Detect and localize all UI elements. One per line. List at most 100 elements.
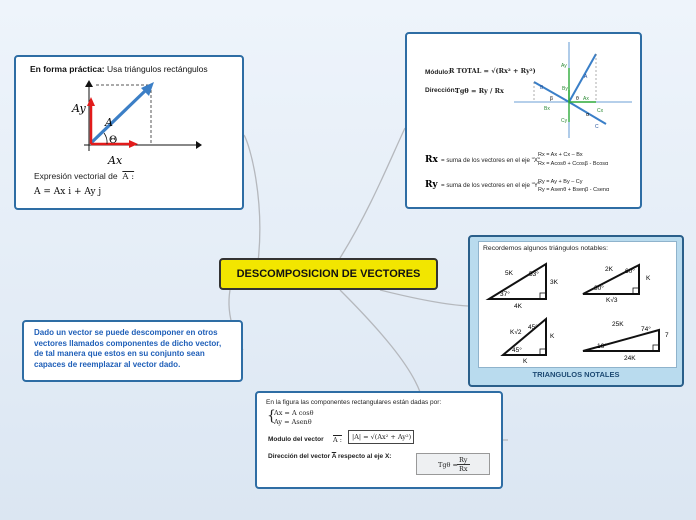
components-direccion-vec: A: [331, 453, 337, 460]
connector-triangles: [379, 289, 469, 307]
components-direccion-formula-left: Tgθ =: [438, 461, 458, 469]
vector-ax-arrowhead: [129, 140, 138, 148]
t4-base: 24K: [624, 355, 636, 362]
central-topic[interactable]: DESCOMPOSICION DE VECTORES: [219, 258, 438, 290]
t3-hyp: K√2: [510, 329, 522, 336]
definition-card[interactable]: Dado un vector se puede descomponer en o…: [22, 320, 243, 382]
ry-label: Ry: [425, 180, 438, 190]
resultant-card[interactable]: Módulo: R TOTAL = √(Rx² + Ry²) Dirección…: [405, 32, 642, 209]
rx-label: Rx: [425, 155, 438, 165]
ry-eq1: Ry = Ay + By – Cy: [538, 179, 583, 185]
t4-hyp: 25K: [612, 321, 624, 328]
central-title: DESCOMPOSICION DE VECTORES: [236, 268, 421, 280]
t4-top-angle: 74°: [641, 326, 651, 333]
ry-text: = suma de los vectores en el eje "Y": [441, 182, 541, 189]
rx-eq2: Rx = Acosθ + Ccosβ - Bcosα: [538, 161, 609, 167]
diag-label-a: A: [584, 74, 588, 80]
diag-label-alpha: α: [586, 112, 589, 118]
t2-bottom-angle: 30°: [594, 285, 604, 292]
diag-label-c: C: [595, 124, 599, 130]
t4-bottom-angle: 16°: [597, 343, 607, 350]
resultant-vector-c: [568, 101, 607, 125]
t2-hyp: 2K: [605, 266, 613, 273]
theta-arc: [103, 132, 108, 145]
t1-side: 3K: [550, 279, 558, 286]
modulo-label: Módulo:: [425, 69, 451, 76]
t1-base: 4K: [514, 303, 522, 310]
components-direccion-label: Dirección del vector: [268, 453, 331, 460]
triangles-footer: TRIANGULOS NOTALES: [532, 370, 620, 379]
t2-top-angle: 60°: [625, 268, 635, 275]
diag-label-theta: θ: [576, 96, 579, 102]
expression-formula: A = Ax i + Ay j: [34, 187, 102, 197]
label-ax: Ax: [108, 154, 123, 167]
resultant-diagram: [514, 42, 632, 138]
direccion-formula: Tgθ = Ry / Rx: [455, 87, 504, 95]
triangle-30-60: [582, 263, 640, 295]
diag-label-ax: Ax: [583, 96, 589, 102]
connector-components: [339, 289, 421, 393]
components-card[interactable]: En la figura las componentes rectangular…: [255, 391, 503, 489]
components-eq2: Ay = Asenθ: [274, 418, 312, 426]
triangles-intro: Recordemos algunos triángulos notables:: [483, 245, 609, 252]
components-eq1: Ax = A cosθ: [274, 409, 314, 417]
components-brace: {: [267, 408, 276, 424]
components-modulo-formula: |A| = √(Ax² + Ay²): [348, 430, 414, 444]
diag-label-cy: Cy: [561, 118, 568, 124]
label-theta: Θ: [109, 135, 118, 146]
components-intro: En la figura las componentes rectangular…: [266, 399, 442, 406]
modulo-formula: R TOTAL = √(Rx² + Ry²): [449, 67, 536, 75]
expression-label: Expresión vectorial de: [34, 171, 118, 181]
practical-heading: En forma práctica: Usa triángulos rectán…: [30, 64, 208, 74]
t1-top-angle: 53°: [529, 271, 539, 278]
diag-label-bx: Bx: [544, 106, 550, 112]
vector-diagram: [84, 80, 202, 151]
resultant-vector-a: [568, 53, 597, 103]
components-modulo-vec: A :: [333, 436, 342, 444]
practical-heading-bold: En forma práctica:: [30, 64, 105, 74]
triangle-16-74: [582, 328, 660, 352]
components-modulo-label: Modulo del vector: [268, 436, 324, 443]
practical-heading-rest: Usa triángulos rectángulos: [104, 64, 208, 74]
diag-label-b: B: [540, 85, 544, 91]
components-direccion-num: Ry: [459, 456, 468, 464]
triangle-16-74-right-angle: [652, 344, 660, 352]
t2-base: K√3: [606, 297, 618, 304]
label-a: A: [105, 116, 113, 129]
t3-side: K: [550, 333, 555, 340]
connector-resultant: [339, 127, 406, 259]
diag-label-beta: β: [550, 96, 553, 102]
practical-card[interactable]: En forma práctica: Usa triángulos rectán…: [14, 55, 244, 210]
triangle-45-45: [500, 316, 547, 356]
rx-eq1: Rx = Ax + Cx – Bx: [538, 152, 583, 158]
rx-text: = suma de los vectores en el eje "X": [441, 157, 541, 164]
t3-bottom-angle: 45°: [512, 347, 522, 354]
components-direccion-den: Rx: [459, 465, 468, 473]
diag-label-cx: Cx: [597, 108, 604, 114]
vector-a: [89, 89, 147, 145]
triangle-45-45-right-angle: [539, 348, 547, 356]
t1-hyp: 5K: [505, 270, 513, 277]
definition-text: Dado un vector se puede descomponer en o…: [34, 328, 222, 369]
t3-top-angle: 45°: [528, 324, 538, 331]
diag-label-by: By: [562, 86, 568, 92]
x-axis-arrowhead: [196, 141, 202, 149]
vector-a-arrowhead: [141, 82, 154, 96]
t3-base: K: [523, 358, 528, 365]
vector-ay-arrowhead: [87, 97, 95, 106]
t2-side: K: [646, 275, 651, 282]
direccion-label: Dirección:: [425, 87, 457, 94]
expression-vector: A :: [122, 172, 135, 182]
diag-label-ay: Ay: [561, 63, 567, 69]
ry-eq2: Ry = Asenθ + Bsenβ - Csenα: [538, 187, 610, 193]
triangle-30-60-right-angle: [632, 287, 640, 295]
triangles-card[interactable]: Recordemos algunos triángulos notables: …: [468, 235, 684, 387]
triangle-37-53-right-angle: [539, 292, 547, 300]
triangles-drawing: [485, 262, 660, 356]
t1-bottom-angle: 37°: [500, 291, 510, 298]
triangles-panel: Recordemos algunos triángulos notables: …: [478, 241, 677, 368]
triangle-37-53: [485, 262, 547, 300]
connector-practical: [243, 134, 261, 263]
components-direccion-rest: respecto al eje X:: [337, 453, 392, 460]
